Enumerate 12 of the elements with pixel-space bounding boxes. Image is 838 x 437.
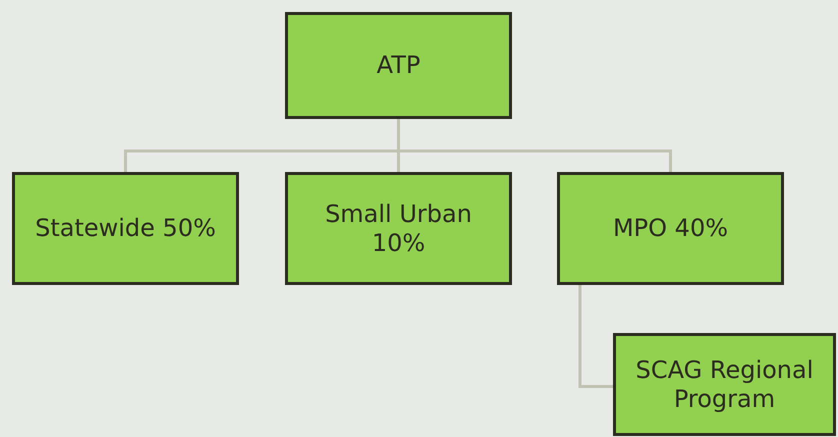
box-label: Small Urban 10% (324, 200, 473, 258)
process-box (285, 12, 512, 119)
box-label: MPO 40% (612, 214, 728, 243)
box-label: ATP (376, 51, 420, 80)
box-label: Statewide 50% (35, 214, 216, 243)
connector-line (397, 119, 672, 172)
process-box (12, 172, 239, 285)
process-box (285, 172, 512, 285)
process-box (613, 333, 836, 436)
connector-line (578, 285, 613, 388)
box-label: SCAG Regional Program (634, 356, 814, 414)
process-box (557, 172, 784, 285)
